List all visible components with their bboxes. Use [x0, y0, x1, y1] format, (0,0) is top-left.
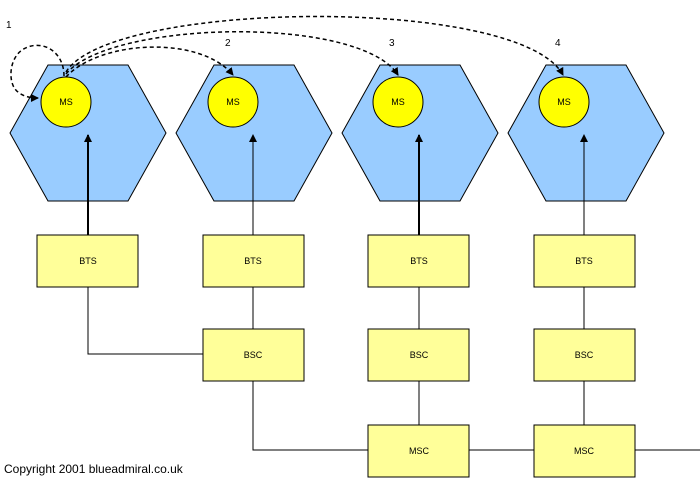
copyright-text: Copyright 2001 blueadmiral.co.uk — [4, 462, 183, 476]
bsc-3: BSC — [533, 328, 636, 382]
bts-box — [36, 234, 139, 288]
handover-arrow-4 — [65, 15, 564, 76]
msc-1: MSC — [367, 424, 470, 478]
handover-arrow-1 — [10, 44, 65, 102]
bsc-label: BSC — [575, 350, 594, 360]
msc-box — [533, 424, 636, 478]
bsc-label: BSC — [244, 350, 263, 360]
ms-circle-3 — [372, 76, 424, 128]
bts-label: BTS — [575, 256, 593, 266]
bsc-box — [202, 328, 305, 382]
handover-number-1: 1 — [6, 20, 12, 31]
cell-4 — [507, 64, 665, 202]
msc-label: MSC — [409, 446, 430, 456]
bts-label: BTS — [79, 256, 97, 266]
ms-circle-2 — [207, 76, 259, 128]
handover-number-3: 3 — [389, 38, 395, 49]
cell-2 — [175, 64, 333, 202]
handover-arrows — [10, 15, 564, 102]
bts-label: BTS — [410, 256, 428, 266]
bts-2: BTS — [202, 234, 305, 288]
ms-label-4: MS — [557, 97, 571, 107]
msc-2: MSC — [533, 424, 636, 478]
ms-label-2: MS — [226, 97, 240, 107]
bsc-box — [367, 328, 470, 382]
msc-box — [367, 424, 470, 478]
ms-circle-4 — [538, 76, 590, 128]
bts-4: BTS — [533, 234, 636, 288]
ms-label-1: MS — [59, 97, 73, 107]
link-bsc1-msc1 — [252, 381, 368, 451]
handover-arrow-2 — [65, 46, 234, 78]
bts-3: BTS — [367, 234, 470, 288]
handover-number-4: 4 — [555, 38, 561, 49]
cell-hexagon — [175, 64, 333, 202]
bsc-2: BSC — [367, 328, 470, 382]
bts-box — [533, 234, 636, 288]
bts-label: BTS — [244, 256, 262, 266]
handover-number-2: 2 — [225, 38, 231, 49]
bts-1: BTS — [36, 234, 139, 288]
cell-hexagon — [507, 64, 665, 202]
bts-box — [367, 234, 470, 288]
link-bts1-bsc1 — [87, 287, 203, 355]
ms-label-3: MS — [391, 97, 405, 107]
msc-label: MSC — [574, 446, 595, 456]
bts-box — [202, 234, 305, 288]
bts-ms-arrows — [84, 134, 588, 235]
network-links — [87, 287, 700, 451]
bsc-1: BSC — [202, 328, 305, 382]
handover-arrow-3 — [65, 31, 399, 76]
bsc-box — [533, 328, 636, 382]
bsc-label: BSC — [410, 350, 429, 360]
